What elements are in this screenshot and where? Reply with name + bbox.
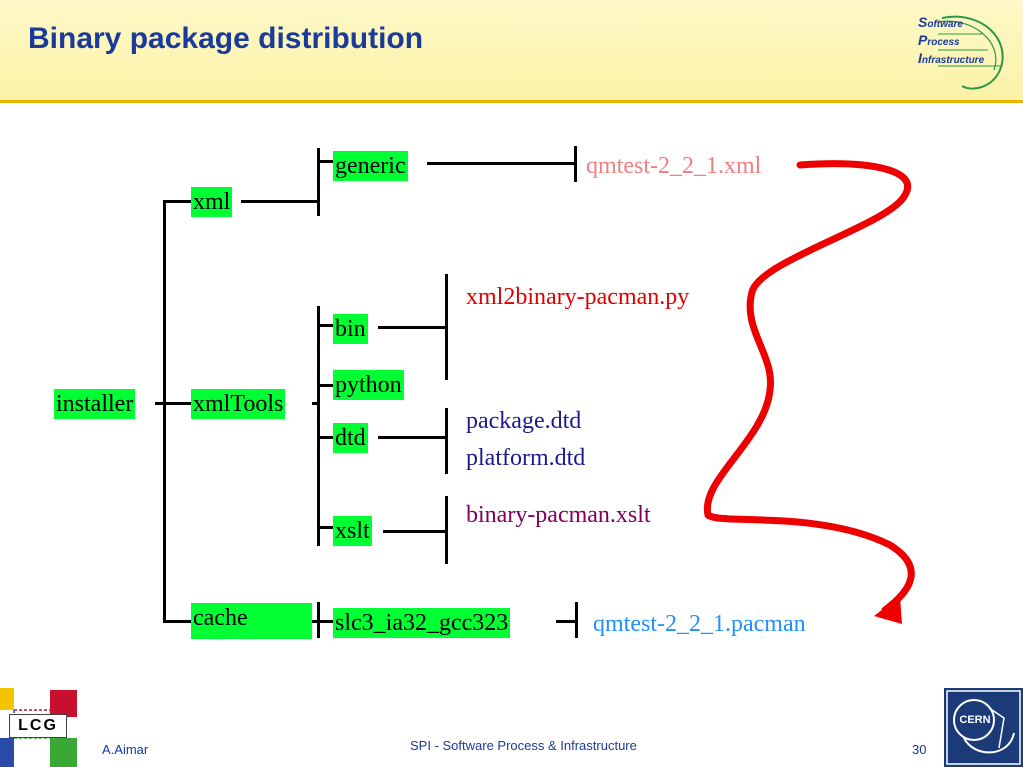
header-band [0,0,1023,103]
lcg-logo: LCG [0,688,80,767]
connector-installer [155,402,165,405]
file-qmtest-xml: qmtest-2_2_1.xml [586,153,762,179]
node-bin: bin [333,314,368,344]
node-xslt: xslt [333,516,372,546]
lcg-logo-text: LCG [9,714,67,738]
file-package-dtd: package.dtd [466,408,582,434]
connector-cache [163,620,191,623]
connector-bin-right [378,326,448,329]
connector-cache-right [312,620,320,623]
connector-generic [319,160,333,163]
node-cache: cache [191,603,312,639]
connector-xslt-right [383,530,448,533]
connector-xslt [319,526,333,529]
footer-center: SPI - Software Process & Infrastructure [410,738,637,753]
slide-title: Binary package distribution [28,22,424,55]
node-xml: xml [191,187,233,217]
bar-xslt-files [445,496,448,564]
file-qmtest-pacman: qmtest-2_2_1.pacman [593,611,806,637]
connector-dtd [319,436,333,439]
spi-logo-line3: Infrastructure [918,50,985,66]
bar-dtd-files [445,408,448,474]
connector-generic-file [427,162,577,165]
bar-platform [575,602,578,638]
connector-python [319,384,333,387]
file-binary-xslt: binary-pacman.xslt [466,502,651,528]
bar-generic-file [574,146,577,182]
connector-dtd-right [378,436,448,439]
spi-logo-line2: Process [918,32,960,48]
spi-logo: Software Process Infrastructure [912,10,1012,92]
node-installer: installer [54,389,136,419]
connector-platform-right [556,620,578,623]
connector-platform [319,620,333,623]
node-dtd: dtd [333,423,368,453]
connector-xml-right [241,200,319,203]
connector-xml [163,200,191,203]
file-xml2binary: xml2binary-pacman.py [466,284,690,310]
spi-logo-line1: Software [918,14,963,30]
node-xmltools: xmlTools [191,389,286,419]
bracket-xml [317,148,320,216]
connector-bin [319,324,333,327]
node-python: python [333,370,404,400]
bar-cache [317,602,320,638]
cern-logo-text: CERN [959,714,991,726]
bracket-xmltools [317,306,320,546]
node-generic: generic [333,151,408,181]
trunk-vertical [163,200,166,622]
connector-xmltools [165,402,191,405]
connector-xmltools-right [312,402,320,405]
cern-logo: CERN [944,688,1023,767]
footer-author: A.Aimar [102,742,149,757]
footer-page-number: 30 [912,742,927,757]
file-platform-dtd: platform.dtd [466,445,586,471]
bar-bin-files [445,274,448,380]
node-platform-dir: slc3_ia32_gcc323 [333,608,511,638]
